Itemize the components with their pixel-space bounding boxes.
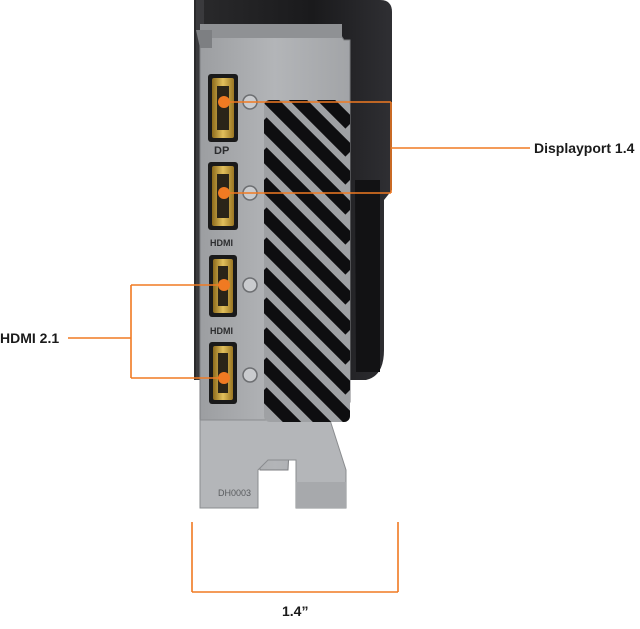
hdmi-marking-1: HDMI [210, 238, 233, 248]
width-dimension-bracket [191, 522, 399, 593]
hdmi-label: HDMI 2.1 [0, 330, 60, 346]
ventilation-slots [264, 100, 350, 422]
dp-marking: DP [214, 145, 229, 157]
hdmi-marking-2: HDMI [210, 326, 233, 336]
part-code-marking: DH0003 [218, 488, 251, 498]
bracket-screws [242, 94, 258, 383]
displayport-label: Displayport 1.4 [534, 140, 635, 156]
displayport-callout [224, 101, 530, 194]
callout-dots [218, 96, 230, 384]
hdmi-callout [68, 284, 224, 379]
bracket-width-label: 1.4” [282, 603, 309, 619]
displayport-port-1 [208, 74, 238, 142]
